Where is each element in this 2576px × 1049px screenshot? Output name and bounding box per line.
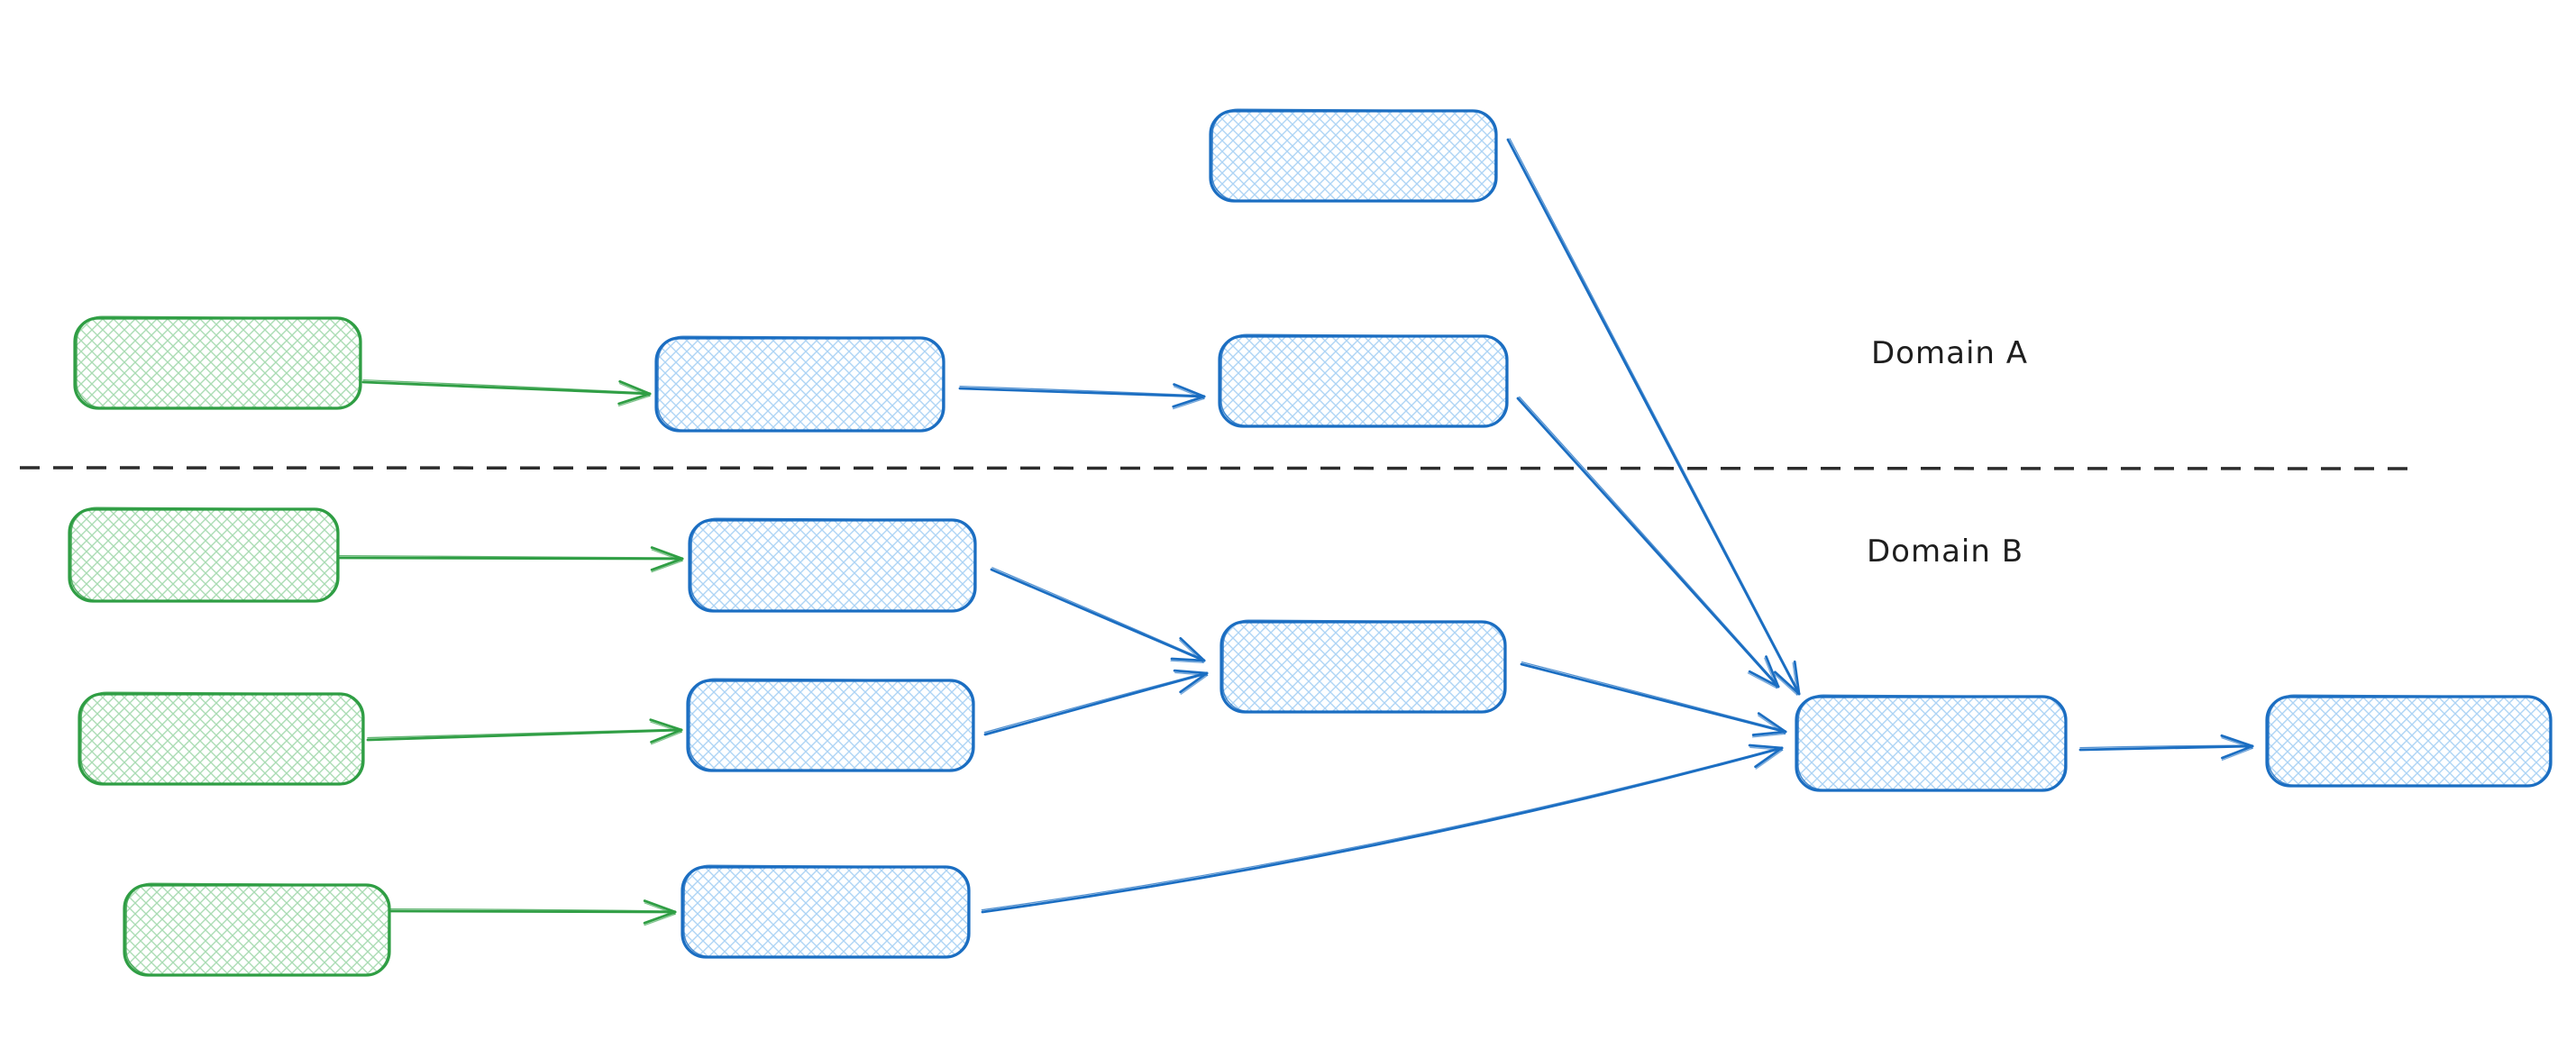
node-green-row1[interactable] — [73, 315, 362, 410]
arrow-green-row4-to-blue-row4[interactable] — [389, 899, 677, 926]
node-blue-row1-mid[interactable] — [654, 335, 945, 433]
domain-divider-dashed-line[interactable] — [19, 466, 2415, 470]
node-blue-row1-right[interactable] — [1218, 333, 1509, 428]
node-blue-top[interactable] — [1209, 108, 1498, 203]
node-green-row2[interactable] — [68, 506, 340, 603]
node-green-row3[interactable] — [78, 691, 365, 786]
node-blue-output[interactable] — [2265, 694, 2553, 788]
arrow-green-row1-to-blue-row1-mid[interactable] — [361, 379, 652, 407]
arrow-blue-row2-to-blue-merge-mid[interactable] — [990, 567, 1206, 663]
node-blue-row3[interactable] — [686, 678, 975, 772]
arrow-blue-row1-mid-to-blue-row1-right[interactable] — [958, 383, 1206, 410]
node-blue-merge-mid[interactable] — [1219, 619, 1507, 714]
node-blue-row4[interactable] — [681, 864, 971, 959]
arrow-blue-top-to-blue-merge-main[interactable] — [1506, 138, 1801, 696]
arrow-blue-merge-main-to-blue-output[interactable] — [2078, 734, 2254, 762]
arrow-green-row3-to-blue-row3[interactable] — [366, 718, 683, 745]
arrow-blue-row3-to-blue-merge-mid[interactable] — [983, 669, 1209, 736]
node-blue-row2[interactable] — [688, 517, 977, 613]
arrow-blue-row4-to-blue-merge-main[interactable] — [981, 743, 1784, 914]
label-domain-a[interactable]: Domain A — [1871, 335, 2028, 371]
node-green-row4[interactable] — [123, 882, 391, 977]
arrow-blue-merge-mid-to-blue-merge-main[interactable] — [1520, 661, 1787, 738]
label-domain-b[interactable]: Domain B — [1866, 534, 2024, 570]
node-blue-merge-main[interactable] — [1795, 694, 2068, 792]
arrow-green-row2-to-blue-row2[interactable] — [338, 546, 684, 573]
arrow-blue-row1-right-to-blue-merge-main[interactable] — [1516, 396, 1780, 689]
